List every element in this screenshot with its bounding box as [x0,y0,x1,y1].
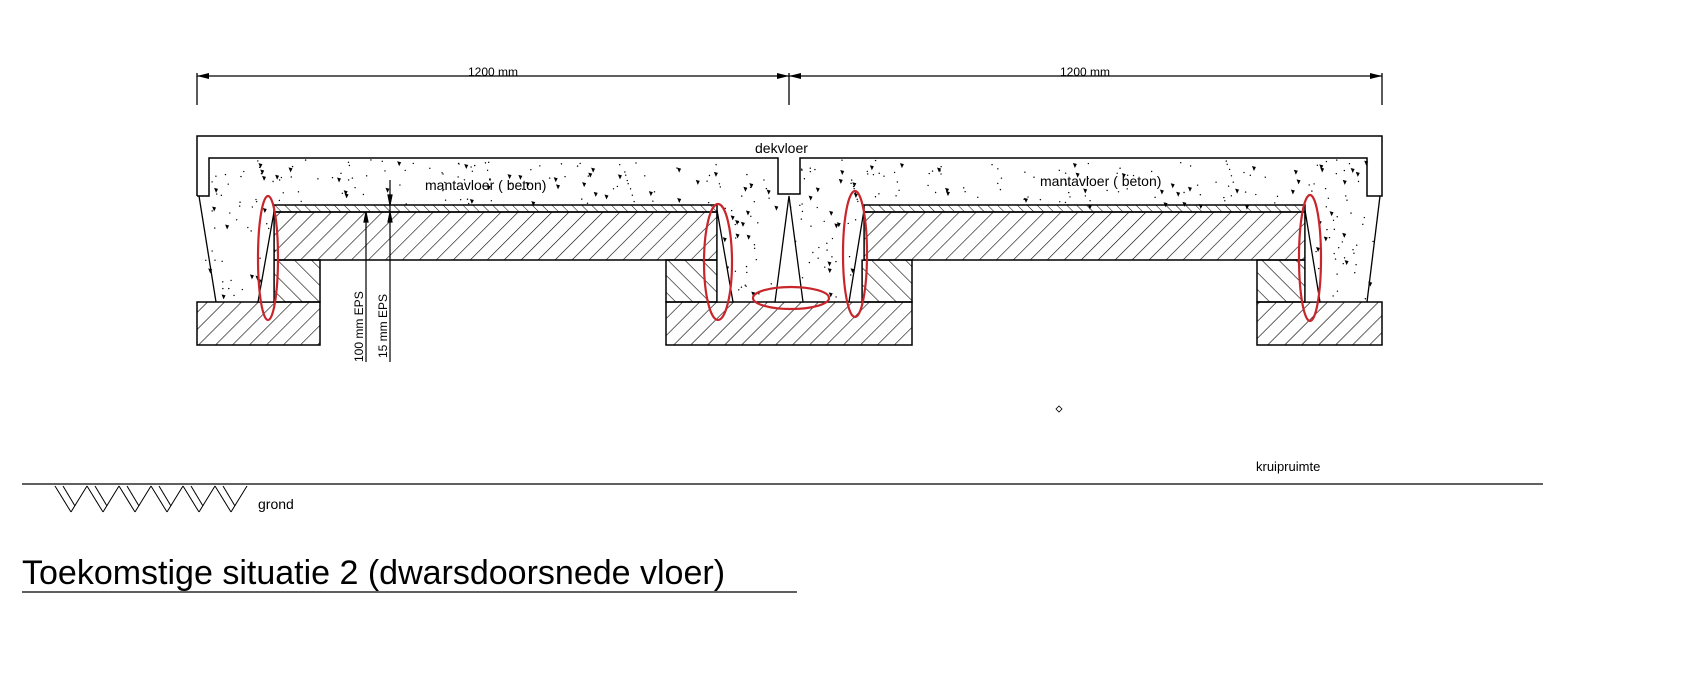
voids [257,195,1321,303]
mantavloer-left-label: mantavloer ( beton) [425,177,546,193]
highlight-ellipses [256,189,1323,323]
eps-15-label: 15 mm EPS [376,294,390,358]
dekvloer-outline [196,135,1383,197]
drawing-title: Toekomstige situatie 2 (dwarsdoorsnede v… [22,554,725,592]
point-marker [1055,405,1063,413]
foundation-beams [196,301,1383,346]
eps-panel-right [863,204,1306,261]
dimension-left-label: 1200 mm [468,65,518,79]
mantavloer-right-label: mantavloer ( beton) [1040,173,1161,189]
dekvloer-label: dekvloer [755,140,808,156]
grond-label: grond [258,496,294,512]
concrete-aggregate-texture [205,159,1374,301]
kruipruimte-label: kruipruimte [1256,459,1320,474]
eps-panel-left [273,204,718,261]
dimension-lines [196,73,1383,105]
ground-hatch-symbol [54,485,248,513]
dimension-right-label: 1200 mm [1060,65,1110,79]
eps-dimension-lines [363,180,393,362]
eps-100-label: 100 mm EPS [352,291,366,362]
